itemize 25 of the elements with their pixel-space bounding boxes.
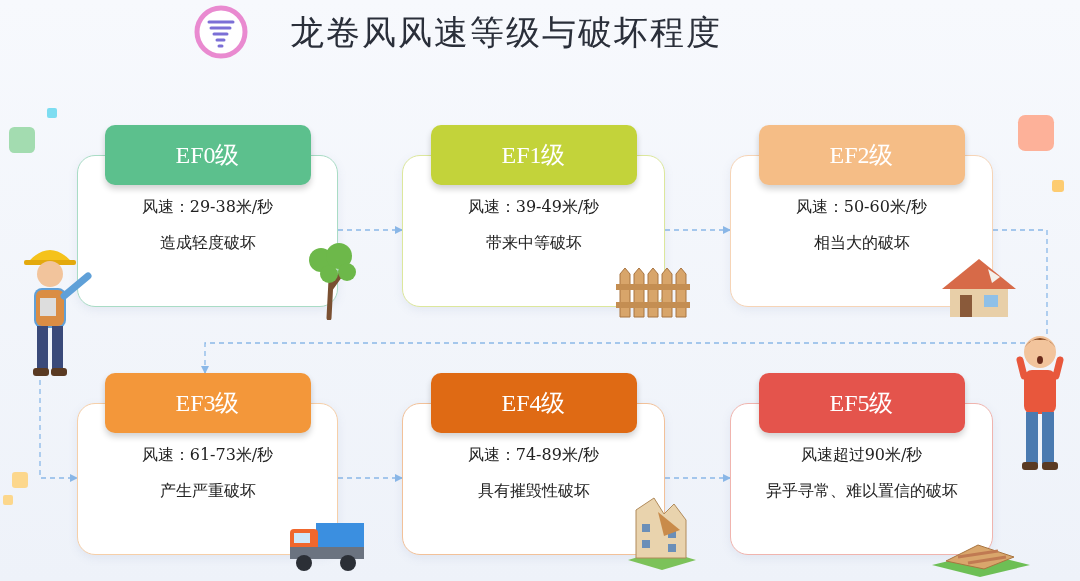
flow-arrow [201, 229, 1048, 374]
damage-text: 相当大的破坏 [812, 233, 911, 254]
wind-speed-text: 风速：74-89米/秒 [466, 445, 601, 466]
wind-speed-text: 风速：29-38米/秒 [140, 197, 275, 218]
level-badge: EF1级 [430, 125, 637, 185]
flow-arrow [39, 379, 78, 482]
level-badge: EF3级 [104, 373, 311, 433]
level-badge: EF4级 [430, 373, 637, 433]
title: 龙卷风风速等级与破坏程度 [290, 11, 722, 54]
wind-speed-text: 风速：39-49米/秒 [466, 197, 601, 218]
damage-text: 具有摧毁性破坏 [476, 481, 591, 502]
flow-arrow [664, 226, 731, 234]
flow-arrow [664, 474, 731, 482]
damage-text: 造成轻度破坏 [158, 233, 257, 254]
flow-arrow [337, 226, 403, 234]
wind-speed-text: 风速超过90米/秒 [799, 445, 924, 466]
damage-text: 异乎寻常、难以置信的破坏 [764, 481, 959, 502]
damage-text: 产生严重破坏 [158, 481, 257, 502]
level-badge: EF5级 [758, 373, 965, 433]
wind-speed-text: 风速：61-73米/秒 [140, 445, 275, 466]
damage-text: 带来中等破坏 [484, 233, 583, 254]
level-badge: EF0级 [104, 125, 311, 185]
level-badge: EF2级 [758, 125, 965, 185]
flow-arrow [337, 474, 403, 482]
wind-speed-text: 风速：50-60米/秒 [794, 197, 929, 218]
